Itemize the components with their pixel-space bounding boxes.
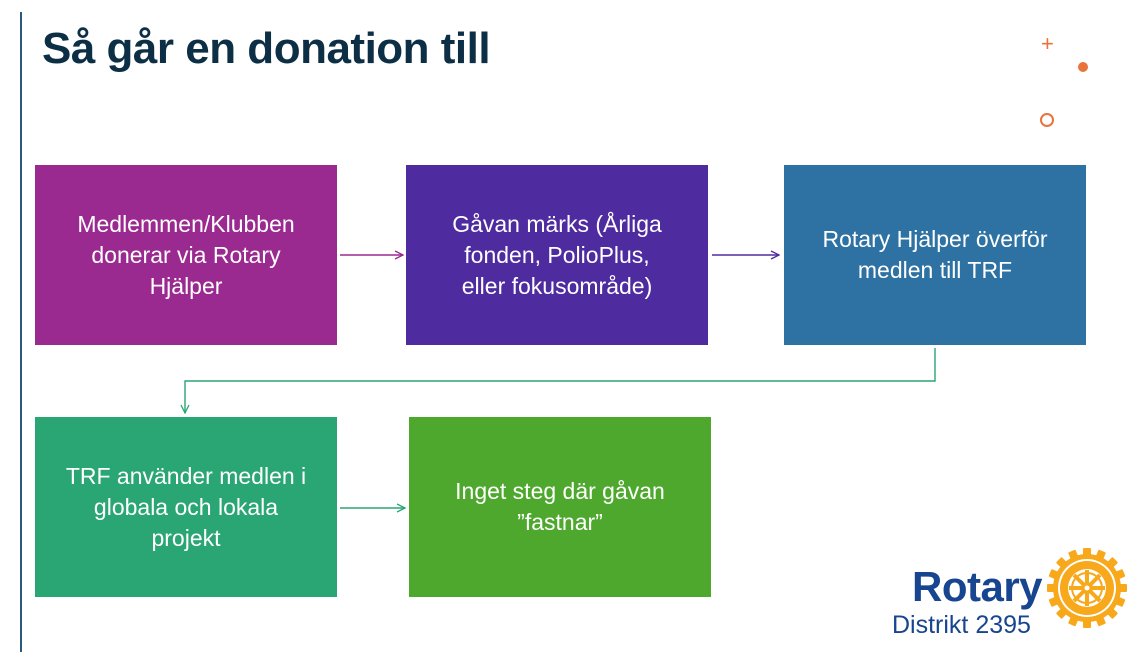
left-rule-divider [20,12,22,652]
flow-step-4: TRF använder medlen i globala och lokala… [35,417,337,597]
slide-title: Så går en donation till [42,24,491,73]
rotary-district-logo: Rotary Distrikt 2395 [890,545,1130,645]
flow-step-4-text: TRF använder medlen i globala och lokala… [65,462,307,551]
flow-step-1-text: Medlemmen/Klubben donerar via Rotary Hjä… [77,210,295,299]
logo-district-subtitle: Distrikt 2395 [892,611,1031,639]
rotary-wheel-icon [1047,548,1127,628]
flow-step-1: Medlemmen/Klubben donerar via Rotary Hjä… [35,165,337,345]
connector-step3-step4 [185,348,936,413]
dot-decoration-icon [1078,62,1088,72]
flow-step-5-text: Inget steg där gåvan ”fastnar” [455,478,665,535]
flow-step-5: Inget steg där gåvan ”fastnar” [409,417,711,597]
flow-step-3-text: Rotary Hjälper överför medlen till TRF [822,226,1048,283]
plus-decoration-icon: + [1041,31,1054,56]
logo-wordmark: Rotary [912,563,1043,610]
flow-step-2: Gåvan märks (Årliga fonden, PolioPlus, e… [406,165,708,345]
flow-step-3: Rotary Hjälper överför medlen till TRF [784,165,1086,345]
flow-step-2-text: Gåvan märks (Årliga fonden, PolioPlus, e… [452,210,662,299]
ring-decoration-icon [1040,113,1054,127]
